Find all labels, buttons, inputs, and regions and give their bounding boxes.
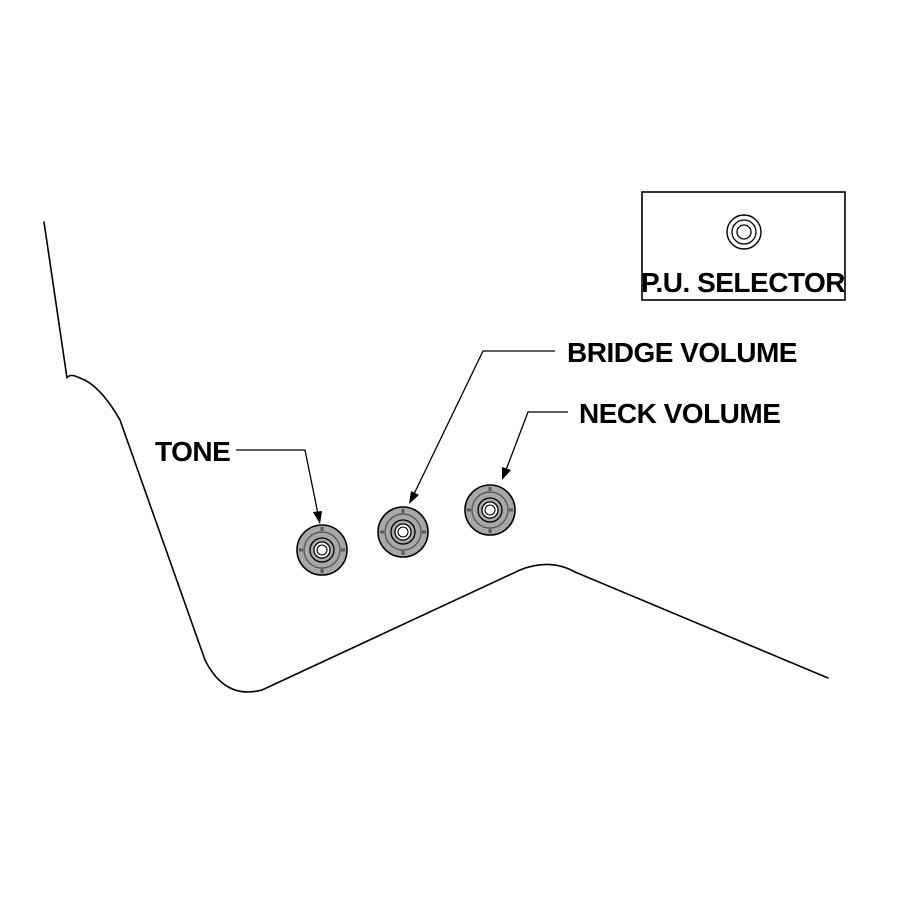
neck-volume-knob bbox=[464, 484, 516, 536]
bridge-volume-knob bbox=[377, 506, 429, 558]
neck-volume-leader bbox=[502, 411, 568, 480]
tone-knob bbox=[296, 524, 348, 576]
pu-selector-switch bbox=[726, 214, 762, 250]
neck-volume-label: NECK VOLUME bbox=[579, 398, 780, 429]
bridge-volume-label: BRIDGE VOLUME bbox=[567, 337, 797, 368]
pu-selector-box: P.U. SELECTOR bbox=[641, 191, 846, 301]
bridge-volume-leader bbox=[409, 350, 555, 504]
tone-leader bbox=[236, 449, 322, 524]
tone-label: TONE bbox=[155, 436, 230, 467]
pu-selector-label: P.U. SELECTOR bbox=[641, 267, 845, 298]
guitar-body-outline bbox=[43, 221, 829, 693]
